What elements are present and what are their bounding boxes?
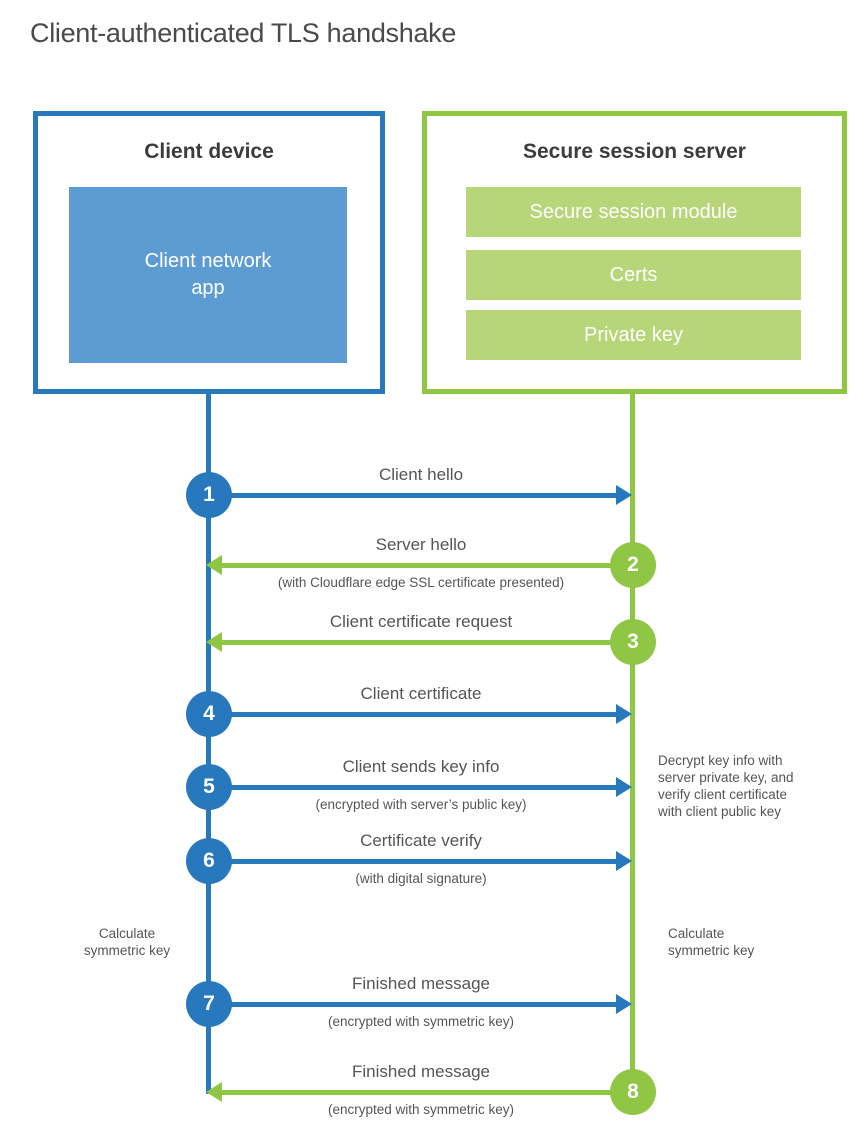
step-4-badge: 4 bbox=[186, 691, 232, 737]
step-5-arrow-line bbox=[209, 785, 616, 790]
server-module-secure-session: Secure session module bbox=[466, 187, 801, 237]
step-7-arrow-line bbox=[209, 1002, 616, 1007]
step-1-arrowhead-icon bbox=[616, 485, 632, 505]
step-4-arrow-line bbox=[209, 712, 616, 717]
step-1-label: Client hello bbox=[378, 465, 464, 484]
client-lifeline bbox=[206, 394, 211, 1094]
step-3-arrowhead-icon bbox=[206, 632, 222, 652]
step-2-arrow-line bbox=[222, 563, 633, 568]
server-calculate-symmetric-key-annotation: Calculate symmetric key bbox=[668, 926, 755, 958]
server-module-certs: Certs bbox=[466, 250, 801, 300]
page-title: Client-authenticated TLS handshake bbox=[30, 18, 457, 48]
client-network-app-box: Client network app bbox=[69, 187, 347, 363]
step-2-label: Server hello bbox=[375, 535, 467, 554]
client-device-box: Client device Client network app bbox=[33, 111, 385, 394]
step-2-arrowhead-icon bbox=[206, 555, 222, 575]
step-8-label: Finished message bbox=[352, 1062, 490, 1081]
step-7-badge: 7 bbox=[186, 981, 232, 1027]
step-8-arrowhead-icon bbox=[206, 1082, 222, 1102]
secure-session-server-title: Secure session server bbox=[523, 140, 746, 163]
step-6-label: Certificate verify bbox=[360, 831, 482, 850]
server-module-private-key: Private key bbox=[466, 310, 801, 360]
step-6-arrowhead-icon bbox=[616, 851, 632, 871]
step-3-label: Client certificate request bbox=[329, 612, 513, 631]
step-1-arrow-line bbox=[209, 493, 616, 498]
step-6-badge: 6 bbox=[186, 838, 232, 884]
step-8-arrow-line bbox=[222, 1090, 633, 1095]
step-5-badge: 5 bbox=[186, 764, 232, 810]
step-5-sublabel: (encrypted with server’s public key) bbox=[315, 797, 527, 812]
step-5-arrowhead-icon bbox=[616, 777, 632, 797]
step-4-arrowhead-icon bbox=[616, 704, 632, 724]
step-1-badge: 1 bbox=[186, 472, 232, 518]
step-6-sublabel: (with digital signature) bbox=[355, 871, 487, 886]
step-2-sublabel: (with Cloudflare edge SSL certificate pr… bbox=[277, 575, 565, 590]
step-7-label: Finished message bbox=[352, 974, 490, 993]
client-calculate-symmetric-key-annotation: Calculate symmetric key bbox=[83, 926, 171, 958]
server-lifeline bbox=[630, 394, 635, 1092]
step-7-sublabel: (encrypted with symmetric key) bbox=[327, 1014, 515, 1029]
step-3-arrow-line bbox=[222, 640, 633, 645]
step-4-label: Client certificate bbox=[360, 684, 482, 703]
step-8-badge: 8 bbox=[610, 1069, 656, 1115]
step-5-label: Client sends key info bbox=[342, 757, 500, 776]
step-2-badge: 2 bbox=[610, 542, 656, 588]
client-device-title: Client device bbox=[144, 140, 274, 163]
step-7-arrowhead-icon bbox=[616, 994, 632, 1014]
secure-session-server-box: Secure session server Secure session mod… bbox=[422, 111, 847, 394]
server-decrypt-annotation: Decrypt key info with server private key… bbox=[658, 753, 794, 819]
step-8-sublabel: (encrypted with symmetric key) bbox=[327, 1102, 515, 1117]
step-3-badge: 3 bbox=[610, 619, 656, 665]
step-6-arrow-line bbox=[209, 859, 616, 864]
